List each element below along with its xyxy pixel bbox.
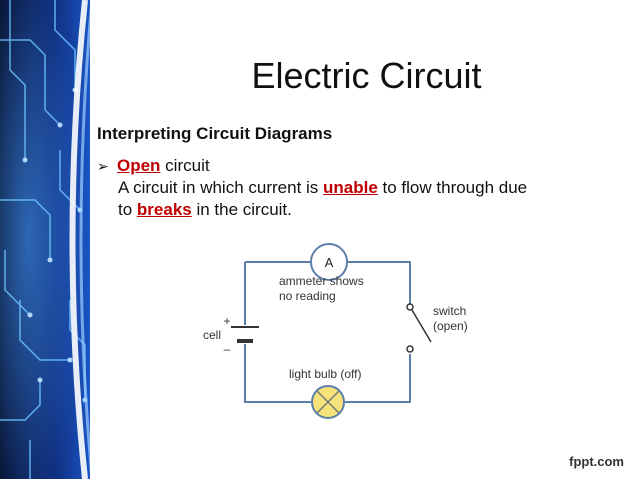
cell-battery-icon (231, 326, 259, 343)
emphasis-unable: unable (323, 178, 378, 197)
light-bulb-icon (311, 385, 345, 419)
definition-text: to (118, 200, 137, 219)
circuit-wires (244, 261, 411, 403)
definition-line-1: A circuit in which current is unable to … (118, 177, 618, 199)
term-rest: circuit (160, 156, 210, 175)
definition-line-2: to breaks in the circuit. (118, 199, 618, 221)
bulb-label: light bulb (off) (289, 367, 362, 381)
definition-text: to flow through due (377, 178, 528, 197)
open-circuit-diagram: A ammeter shows no reading switch (open)… (203, 243, 468, 419)
open-switch-icon (406, 303, 432, 353)
decorative-circuit-background (0, 0, 95, 479)
ammeter-symbol: A (325, 255, 334, 270)
definition-text: in the circuit. (191, 200, 292, 219)
cell-label: cell (203, 328, 221, 342)
ammeter-label-line-1: ammeter shows (279, 274, 364, 288)
slide-title: Electric Circuit (251, 55, 482, 96)
watermark-logo: fppt.com (569, 454, 624, 469)
slide-subtitle: Interpreting Circuit Diagrams (97, 124, 333, 143)
emphasis-breaks: breaks (136, 200, 192, 219)
definition-text: A circuit in which current is (118, 178, 324, 197)
arrow-bullet-icon: ➢ (97, 158, 109, 174)
ammeter-icon: A (310, 243, 348, 281)
cell-minus-label: – (224, 342, 231, 356)
bullet-definition: A circuit in which current is unable to … (118, 177, 618, 221)
switch-label-line-2: (open) (433, 319, 468, 333)
term-open: Open (117, 156, 161, 175)
switch-label-line-1: switch (433, 304, 466, 318)
ammeter-label-line-2: no reading (279, 289, 336, 303)
cell-plus-label: + (223, 314, 230, 328)
bullet-heading: ➢ Open circuit (97, 155, 617, 177)
